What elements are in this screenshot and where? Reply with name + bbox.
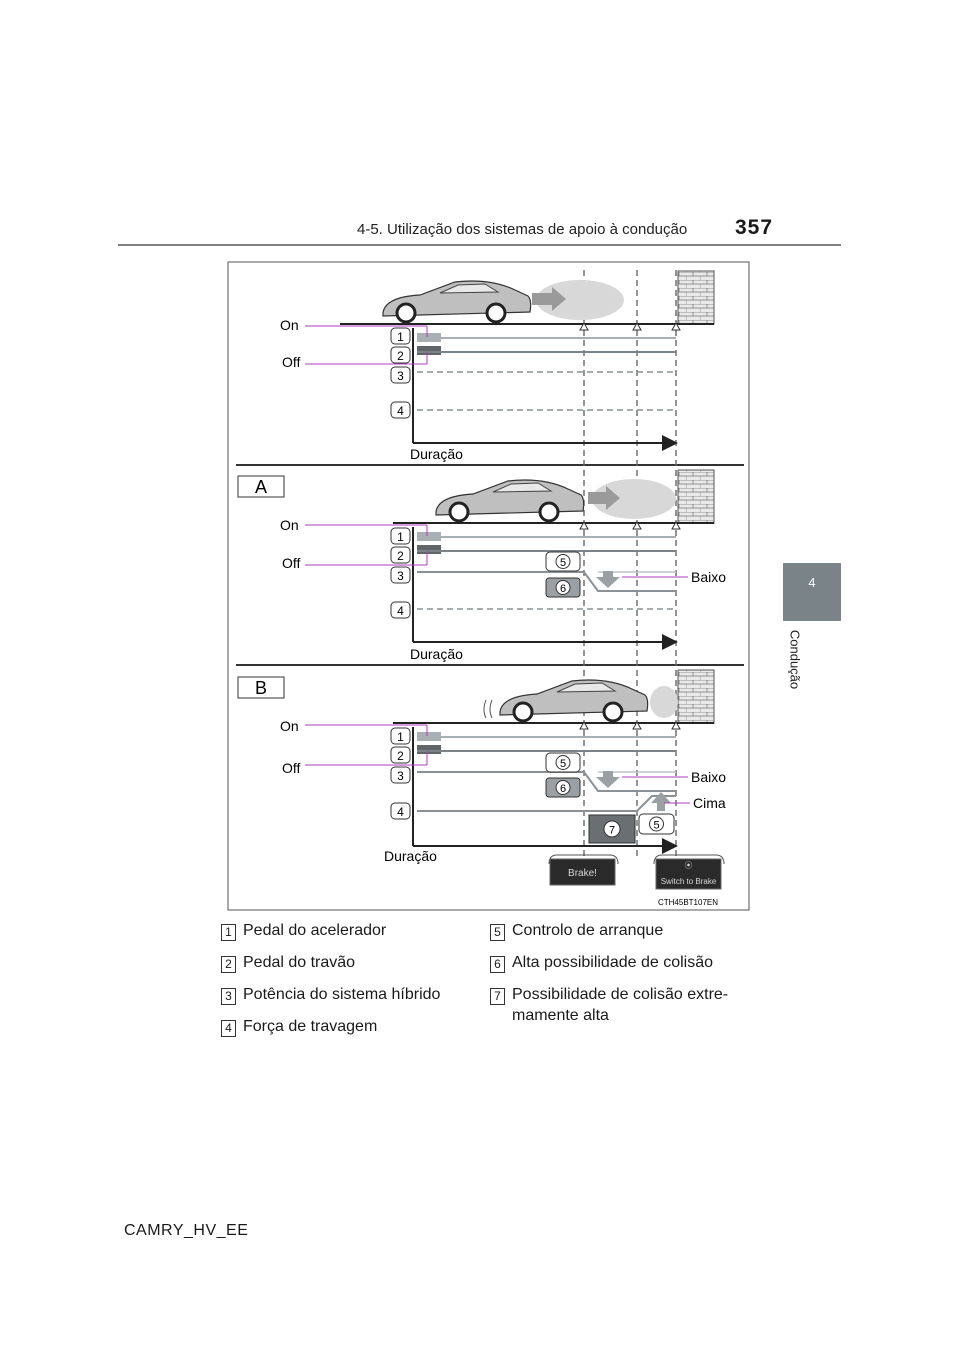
down-arrow [596, 771, 620, 788]
time-label: Duração [384, 848, 437, 864]
radar-wave [650, 686, 678, 718]
svg-text:Switch to Brake: Switch to Brake [661, 877, 717, 886]
marker-2: 2 [390, 546, 411, 564]
svg-text:1: 1 [397, 530, 404, 544]
marker-5: 5 [545, 551, 581, 572]
marker-4: 4 [390, 802, 411, 820]
svg-text:5: 5 [560, 758, 566, 770]
radar-arrow [588, 486, 620, 510]
wall [677, 270, 715, 325]
svg-text:5: 5 [653, 820, 659, 832]
marker-3: 3 [390, 566, 411, 584]
radar-arrow [532, 287, 566, 311]
marker-6: 6 [545, 777, 581, 798]
legend-num-7: 7 [490, 988, 505, 1005]
radar-wave [592, 479, 676, 519]
pedal-icon: ⦿ [685, 861, 693, 870]
svg-text:B: B [255, 678, 267, 698]
svg-text:1: 1 [397, 330, 404, 344]
svg-text:Brake!: Brake! [568, 868, 597, 879]
svg-text:6: 6 [560, 783, 566, 795]
time-label: Duração [410, 446, 463, 462]
legend-num-3: 3 [221, 988, 236, 1005]
legend-num-5: 5 [490, 924, 505, 941]
time-label: Duração [410, 646, 463, 662]
legend-num-4: 4 [221, 1020, 236, 1037]
switch-to-brake-display: ⦿ Switch to Brake [655, 858, 722, 890]
marker-1: 1 [390, 727, 411, 745]
marker-6: 6 [545, 577, 581, 598]
panel-b: B 1 2 3 4 5 6 7 [237, 676, 726, 890]
on-label: On [280, 317, 299, 333]
legend-num-6: 6 [490, 956, 505, 973]
wall [677, 669, 715, 724]
legend-text-5: Controlo de arranque [512, 922, 664, 939]
on-label: On [280, 718, 299, 734]
svg-text:5: 5 [560, 557, 566, 569]
marker-1: 1 [390, 327, 411, 345]
marker-7: 7 [588, 814, 636, 844]
svg-text:7: 7 [609, 825, 615, 837]
car [435, 479, 585, 523]
panel-label-b [237, 676, 285, 699]
car [483, 679, 649, 723]
marker-1: 1 [390, 527, 411, 545]
panel-label-a [237, 475, 285, 498]
wall [677, 469, 715, 524]
svg-text:1: 1 [397, 730, 404, 744]
down-arrow [596, 571, 620, 588]
off-label: Off [282, 555, 301, 571]
section-title: 4-5. Utilização dos sistemas de apoio à … [357, 221, 688, 238]
legend-num-2: 2 [221, 956, 236, 973]
chapter-tab [783, 563, 841, 621]
marker-4: 4 [390, 401, 411, 419]
svg-text:2: 2 [397, 549, 404, 563]
doc-code: CAMRY_HV_EE [124, 1222, 249, 1239]
marker-2: 2 [390, 746, 411, 764]
marker-4: 4 [390, 601, 411, 619]
svg-text:3: 3 [397, 369, 404, 383]
legend-text-2: Pedal do travão [243, 954, 356, 971]
svg-text:2: 2 [397, 349, 404, 363]
svg-text:6: 6 [560, 583, 566, 595]
svg-text:3: 3 [397, 569, 404, 583]
up-arrow [651, 792, 671, 811]
svg-text:4: 4 [397, 404, 404, 418]
on-label: On [280, 517, 299, 533]
header-rule [118, 244, 841, 246]
figure-frame [227, 261, 750, 911]
legend-text-4: Força de travagem [243, 1018, 378, 1035]
panel-normal: 1 2 3 4 On Off Duração [280, 280, 714, 462]
svg-text:4: 4 [397, 805, 404, 819]
high-label: Cima [693, 795, 726, 811]
marker-5: 5 [545, 752, 581, 773]
legend-text-6: Alta possibilidade de colisão [512, 954, 714, 971]
legend-text-3: Potência do sistema híbrido [243, 986, 441, 1003]
marker-2: 2 [390, 346, 411, 364]
figure-code: CTH45BT107EN [658, 898, 718, 907]
brake-display: Brake! [549, 858, 616, 886]
marker-3: 3 [390, 766, 411, 784]
car [382, 280, 532, 324]
legend-num-1: 1 [221, 924, 236, 941]
legend-text-7: Possibilidade de colisão extre-mamente a… [512, 986, 729, 1024]
low-label: Baixo [691, 569, 726, 585]
svg-text:4: 4 [397, 604, 404, 618]
page-number: 357 [735, 216, 774, 239]
panel-a: A 1 2 3 4 5 6 On Off [237, 475, 726, 662]
chapter-number: 4 [808, 575, 816, 590]
radar-wave [536, 280, 624, 320]
svg-text:A: A [255, 477, 267, 497]
low-label: Baixo [691, 769, 726, 785]
svg-text:2: 2 [397, 749, 404, 763]
off-label: Off [282, 354, 301, 370]
off-label: Off [282, 760, 301, 776]
marker-5-b: 5 [638, 813, 675, 835]
marker-3: 3 [390, 366, 411, 384]
svg-text:3: 3 [397, 769, 404, 783]
legend-text-1: Pedal do acelerador [243, 922, 387, 939]
